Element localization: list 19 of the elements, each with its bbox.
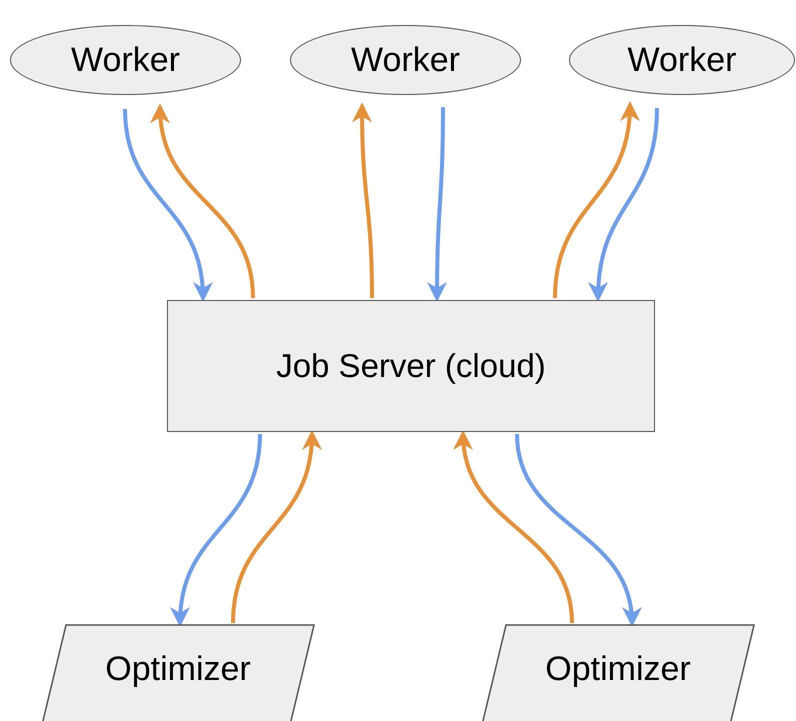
node-label: Worker [628, 40, 736, 80]
arrow [427, 107, 448, 302]
optimizer-parallelogram [482, 625, 754, 721]
server-box [167, 300, 655, 432]
node-label: Job Server (cloud) [276, 347, 546, 385]
arrow [352, 102, 374, 298]
arrow [515, 434, 640, 627]
arrow [454, 430, 574, 624]
node-label: Optimizer [105, 650, 251, 688]
optimizer-parallelogram [42, 625, 314, 721]
arrow [553, 101, 639, 298]
arrow [151, 103, 255, 298]
arrow [588, 108, 659, 302]
node-label: Optimizer [545, 650, 691, 688]
node-label: Worker [351, 40, 460, 80]
arrow [123, 108, 212, 302]
arrow [171, 434, 262, 627]
arrow [231, 430, 321, 624]
node-label: Worker [71, 40, 180, 80]
